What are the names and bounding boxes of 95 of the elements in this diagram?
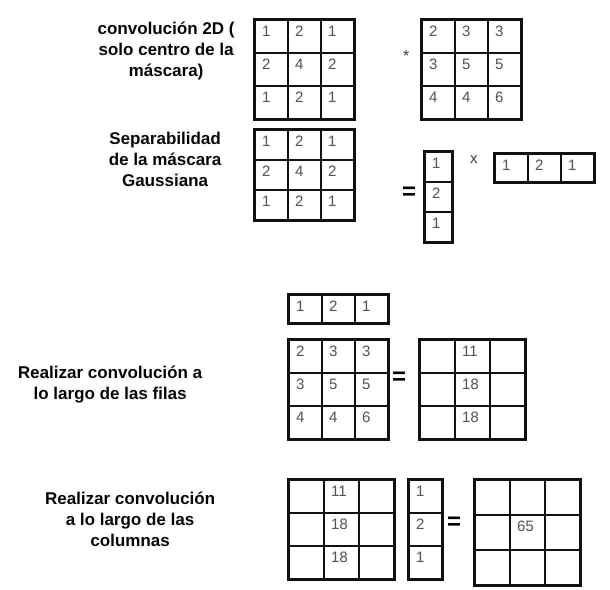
matrix-cell: 1 [425, 212, 452, 242]
matrix-cell: 5 [455, 53, 488, 86]
matrix-cell [545, 480, 580, 515]
matrix-cell: 1 [255, 130, 288, 160]
matrix-cell: 11 [324, 480, 359, 513]
matrix-grid [253, 128, 356, 222]
matrix-cell: 4 [422, 86, 455, 119]
matrix-cell: 1 [255, 20, 288, 53]
matrix-cell: 18 [324, 546, 359, 579]
matrix-cell [359, 546, 394, 579]
matrix-cell: 2 [425, 182, 452, 212]
operator-symbol: = [447, 508, 462, 536]
operator-symbol: = [402, 178, 416, 206]
row-heading: convolución 2D ( solo centro de la máscara) [96, 18, 236, 81]
matrix-cell: 4 [322, 406, 355, 439]
matrix-cell: 6 [355, 406, 388, 439]
matrix-cell: 65 [510, 515, 545, 550]
matrix-cell [359, 480, 394, 513]
matrix-cell: 3 [455, 20, 488, 53]
matrix-cell [420, 406, 455, 439]
matrix-cell [475, 515, 510, 550]
matrix-cell: 3 [322, 340, 355, 373]
matrix-cell [289, 480, 324, 513]
matrix-cell: 2 [321, 53, 354, 86]
matrix-cell: 2 [255, 53, 288, 86]
matrix-cell: 1 [255, 190, 288, 220]
matrix-cell [359, 513, 394, 546]
row-heading: Realizar convolución a lo largo de las columnas [44, 488, 216, 551]
matrix-cell: 2 [528, 154, 561, 182]
matrix-cell [289, 513, 324, 546]
matrix-cell: 1 [495, 154, 528, 182]
matrix-cell: 1 [321, 130, 354, 160]
matrix-cell: 4 [289, 406, 322, 439]
matrix-cell: 2 [321, 160, 354, 190]
matrix-cell: 1 [255, 86, 288, 119]
matrix-cell [545, 550, 580, 585]
matrix-cell: 4 [288, 160, 321, 190]
matrix-cell [475, 480, 510, 515]
matrix-cell: 2 [288, 190, 321, 220]
matrix-grid [493, 152, 596, 184]
matrix-cell: 5 [355, 373, 388, 406]
matrix-cell: 2 [289, 340, 322, 373]
matrix-grid [407, 478, 444, 581]
matrix-cell: 5 [322, 373, 355, 406]
operator-symbol: * [403, 48, 410, 66]
matrix-cell: 2 [422, 20, 455, 53]
matrix-cell: 2 [322, 295, 355, 323]
matrix-cell: 2 [288, 20, 321, 53]
matrix-grid [473, 478, 582, 587]
matrix-cell: 1 [321, 20, 354, 53]
matrix-cell: 1 [561, 154, 594, 182]
matrix-grid [287, 478, 396, 581]
matrix-cell: 5 [488, 53, 521, 86]
matrix-cell: 1 [321, 86, 354, 119]
matrix-cell: 6 [488, 86, 521, 119]
matrix-cell: 4 [288, 53, 321, 86]
matrix-cell [490, 406, 525, 439]
matrix-grid [418, 338, 527, 441]
matrix-cell: 2 [409, 513, 442, 546]
matrix-cell: 1 [355, 295, 388, 323]
matrix-grid [423, 150, 454, 244]
matrix-cell: 2 [255, 160, 288, 190]
operator-symbol: x [470, 150, 478, 167]
matrix-cell: 1 [409, 480, 442, 513]
matrix-cell [510, 480, 545, 515]
matrix-cell: 18 [455, 373, 490, 406]
matrix-cell: 1 [425, 152, 452, 182]
matrix-cell: 2 [288, 130, 321, 160]
matrix-cell: 3 [422, 53, 455, 86]
matrix-cell: 2 [288, 86, 321, 119]
matrix-cell: 3 [355, 340, 388, 373]
matrix-grid [253, 18, 356, 121]
matrix-cell [490, 373, 525, 406]
matrix-cell: 4 [455, 86, 488, 119]
matrix-cell: 1 [409, 546, 442, 579]
matrix-cell [289, 546, 324, 579]
matrix-cell [545, 515, 580, 550]
matrix-cell: 3 [289, 373, 322, 406]
matrix-cell: 1 [289, 295, 322, 323]
matrix-cell: 3 [488, 20, 521, 53]
matrix-cell: 18 [455, 406, 490, 439]
matrix-cell: 11 [455, 340, 490, 373]
matrix-cell [475, 550, 510, 585]
matrix-grid [287, 338, 390, 441]
matrix-cell [420, 340, 455, 373]
matrix-cell [510, 550, 545, 585]
operator-symbol: = [392, 363, 406, 391]
row-heading: Separabilidad de la máscara Gaussiana [108, 128, 222, 191]
matrix-cell: 18 [324, 513, 359, 546]
matrix-grid [287, 293, 390, 325]
matrix-cell: 1 [321, 190, 354, 220]
matrix-grid [420, 18, 523, 121]
matrix-cell [490, 340, 525, 373]
matrix-cell [420, 373, 455, 406]
row-heading: Realizar convolución a lo largo de las filas [16, 362, 204, 404]
